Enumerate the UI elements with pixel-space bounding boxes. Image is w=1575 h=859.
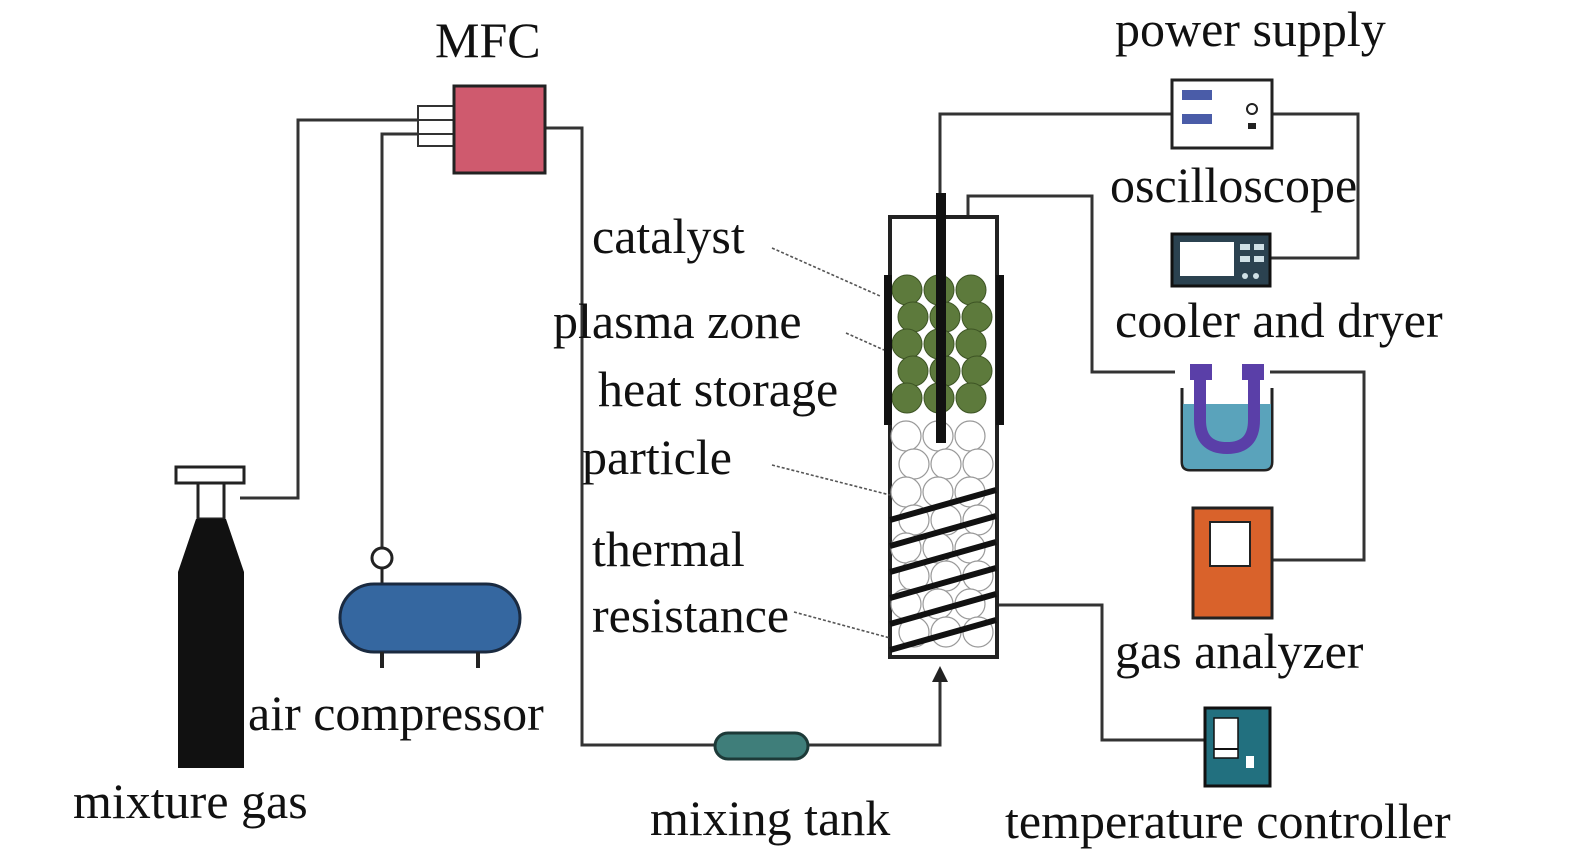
label-catalyst: catalyst	[592, 208, 745, 264]
power-supply-unit	[1170, 78, 1274, 150]
coil-turn	[889, 565, 997, 601]
label-particle: particle	[582, 429, 732, 485]
pipe-mixing-tank-to-reactor	[808, 680, 942, 747]
temperature-controller-unit	[1203, 706, 1272, 788]
reactor	[884, 193, 1004, 659]
outer-electrode-left	[884, 275, 892, 425]
reactor-inlet-arrow	[932, 666, 948, 682]
oscilloscope-unit	[1170, 232, 1272, 288]
gas-analyzer-unit	[1191, 506, 1274, 620]
heat-storage-particle	[898, 448, 930, 480]
wire-power-to-electrode	[938, 112, 1172, 195]
heat-storage-particle	[962, 448, 994, 480]
pointer-thermal-resistance	[793, 611, 891, 639]
pipe-reactor-to-cooler	[966, 194, 1175, 374]
air-compressor	[338, 546, 522, 668]
central-electrode	[936, 193, 946, 443]
label-gas-analyzer: gas analyzer	[1115, 623, 1364, 679]
coil-turn	[889, 591, 997, 627]
heat-storage-particle	[930, 448, 962, 480]
catalyst-particle	[891, 328, 923, 360]
catalyst-particle	[891, 382, 923, 414]
catalyst-particle	[897, 355, 929, 387]
label-oscilloscope: oscilloscope	[1110, 157, 1357, 213]
label-temperature-controller: temperature controller	[1005, 793, 1451, 849]
pipe-compressor-to-mfc	[380, 132, 420, 548]
pipe-mixture-gas-to-mfc	[240, 118, 420, 500]
catalyst-particle	[897, 301, 929, 333]
label-air-compressor: air compressor	[248, 685, 544, 741]
catalyst-particle	[955, 328, 987, 360]
coil-turn	[889, 513, 997, 549]
coil-turn	[889, 617, 997, 653]
label-cooler-dryer: cooler and dryer	[1115, 292, 1443, 348]
labels: MFC power supply oscilloscope cooler and…	[73, 1, 1451, 849]
pointer-plasma-zone	[845, 332, 885, 351]
label-power-supply: power supply	[1115, 1, 1386, 57]
catalyst-particle	[961, 301, 993, 333]
label-resistance: resistance	[592, 587, 789, 643]
pipe-mfc-to-mixing-tank	[545, 126, 715, 747]
heat-storage-particle	[890, 420, 922, 452]
mfc-unit	[417, 84, 547, 175]
coil-turn	[889, 487, 997, 523]
thermal-resistance-coil	[889, 487, 997, 653]
label-mixture-gas: mixture gas	[73, 773, 308, 829]
label-plasma-zone: plasma zone	[553, 293, 802, 349]
wire-power-to-oscilloscope	[1270, 112, 1360, 260]
compressor-tank	[338, 582, 522, 654]
label-mixing-tank: mixing tank	[650, 790, 890, 846]
heat-storage-particle	[890, 476, 922, 508]
label-heat-storage: heat storage	[598, 361, 838, 417]
catalyst-particle	[955, 382, 987, 414]
catalyst-particle	[891, 274, 923, 306]
label-mfc: MFC	[435, 12, 541, 68]
label-thermal: thermal	[592, 521, 745, 577]
pointer-particle	[771, 464, 891, 496]
mixing-tank	[713, 731, 810, 761]
coil-turn	[889, 539, 997, 575]
wire-thermocouple-to-controller	[995, 603, 1205, 742]
pipe-cooler-to-gas-analyzer	[1270, 370, 1366, 562]
mfc-box	[452, 84, 547, 175]
catalyst-particle	[955, 274, 987, 306]
label-pointers	[771, 247, 891, 639]
pointer-catalyst	[771, 247, 881, 297]
pipes	[240, 112, 1366, 747]
mixture-gas-cylinder	[174, 465, 246, 768]
outer-electrode-right	[996, 275, 1004, 425]
cooler-dryer-unit	[1180, 364, 1274, 472]
catalyst-particle	[961, 355, 993, 387]
heat-storage-particle	[954, 420, 986, 452]
